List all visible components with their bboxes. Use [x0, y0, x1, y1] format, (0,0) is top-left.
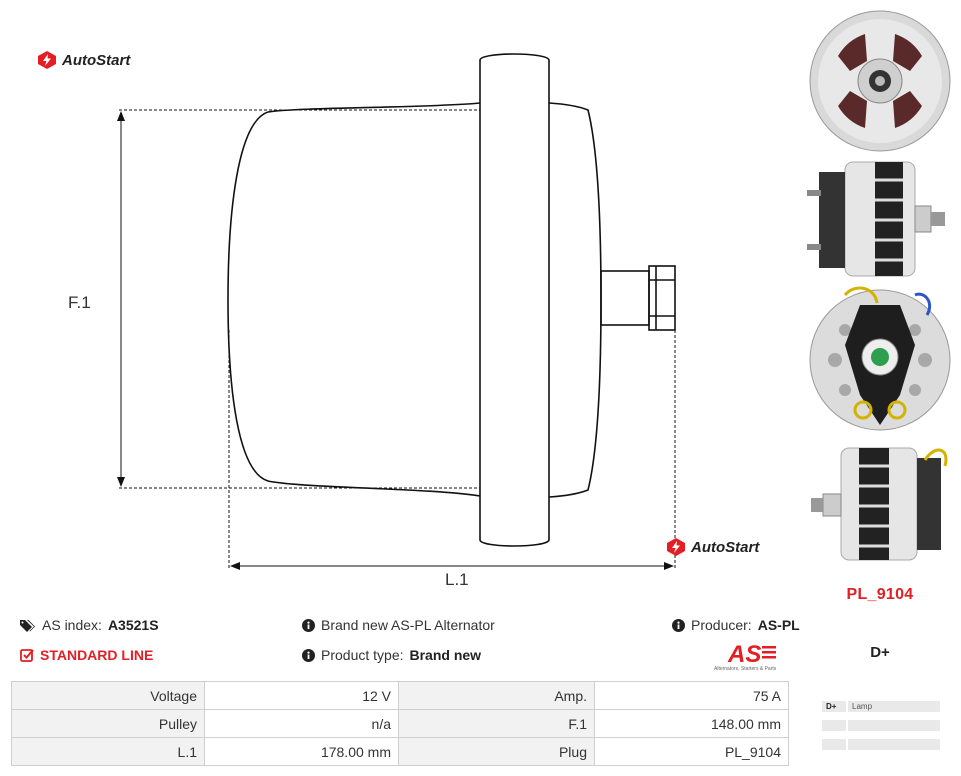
thumbnail-side-view-alt[interactable]: [805, 444, 955, 564]
spec-key: F.1: [398, 709, 595, 738]
pin-description: [848, 720, 940, 731]
spec-value: n/a: [204, 709, 399, 738]
as-index-label: AS index:: [42, 617, 102, 633]
spec-key: Pulley: [11, 709, 205, 738]
product-type: Product type: Brand new: [302, 647, 481, 663]
autostart-logo-icon: [667, 538, 685, 556]
pin-name: [822, 720, 846, 731]
shaft: [600, 270, 650, 326]
producer: Producer: AS-PL: [672, 617, 800, 633]
pin-row: [822, 720, 940, 731]
thumbnail-rear-view[interactable]: [805, 285, 955, 435]
product-type-value: Brand new: [409, 647, 482, 663]
producer-label: Producer:: [691, 617, 752, 633]
product-type-label: Product type:: [321, 647, 404, 663]
spec-key: Plug: [398, 737, 595, 766]
info-icon: [672, 618, 685, 632]
check-square-icon: [20, 649, 34, 662]
flange-outline: [479, 53, 550, 547]
table-row: Pulley n/a F.1 148.00 mm: [11, 709, 789, 738]
brand-name: AutoStart: [62, 51, 131, 69]
thumbnail-side-view[interactable]: [805, 160, 955, 278]
pin-description: Lamp: [848, 701, 940, 712]
specs-table: Voltage 12 V Amp. 75 A Pulley n/a F.1 14…: [11, 681, 789, 766]
part-code: PL_9104: [846, 586, 914, 603]
f1-dimension-label: F.1: [68, 293, 91, 312]
alternator-drawing: [117, 53, 676, 570]
info-icon: [302, 648, 315, 662]
spec-key: L.1: [11, 737, 205, 766]
spec-value: 148.00 mm: [594, 709, 789, 738]
table-row: L.1 178.00 mm Plug PL_9104: [11, 737, 789, 766]
plug-pin-table: D+ Lamp: [822, 701, 940, 758]
pin-row: [822, 739, 940, 750]
as-logo-tagline: Alternators, Starters & Parts: [714, 666, 777, 672]
thumbnail-front-view[interactable]: [805, 6, 955, 156]
brand-logo-bottom: AutoStart: [665, 537, 759, 557]
as-index-value: A3521S: [107, 617, 159, 633]
cap-outline: [548, 102, 602, 498]
l1-dimension-label: L.1: [445, 570, 469, 589]
as-index: AS index: A3521S: [20, 617, 159, 633]
nut: [648, 265, 676, 331]
spec-value: 178.00 mm: [204, 737, 399, 766]
tag-icon: [20, 619, 35, 632]
product-line-label: STANDARD LINE: [40, 647, 154, 663]
brand-logo-top: AutoStart: [36, 50, 130, 70]
housing-outline: [227, 102, 481, 497]
as-pl-logo: AS Alternators, Starters & Parts: [714, 641, 777, 672]
spec-value: PL_9104: [594, 737, 789, 766]
table-row: Voltage 12 V Amp. 75 A: [11, 681, 789, 710]
spec-value: 12 V: [204, 681, 399, 710]
as-logo-mark: AS: [727, 641, 761, 668]
brand-name: AutoStart: [691, 538, 760, 556]
pin-name: D+: [822, 701, 846, 712]
product-description: Brand new AS-PL Alternator: [302, 617, 495, 633]
pin-name: [822, 739, 846, 750]
producer-value: AS-PL: [757, 617, 800, 633]
product-description-text: Brand new AS-PL Alternator: [321, 617, 495, 633]
pin-description: [848, 739, 940, 750]
product-line: STANDARD LINE: [20, 647, 153, 663]
pin-row: D+ Lamp: [822, 701, 940, 712]
spec-value: 75 A: [594, 681, 789, 710]
plug-type: D+: [870, 644, 890, 661]
info-icon: [302, 618, 315, 632]
spec-key: Voltage: [11, 681, 205, 710]
autostart-logo-icon: [38, 51, 56, 69]
spec-key: Amp.: [398, 681, 595, 710]
